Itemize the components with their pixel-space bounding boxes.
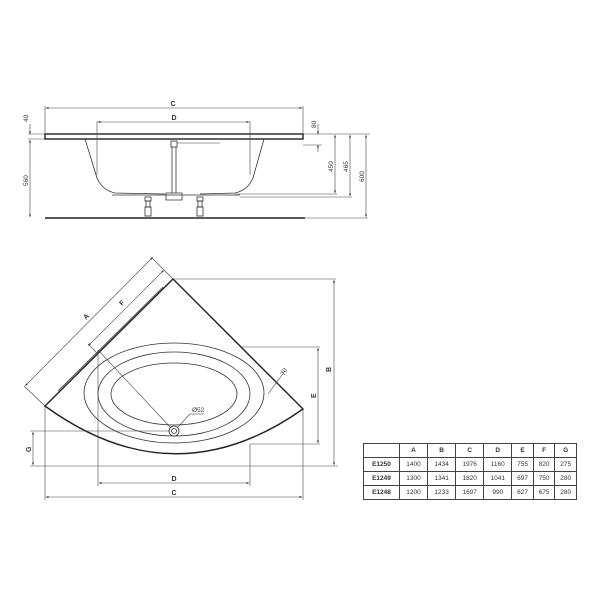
dim-label-D: D <box>171 115 176 122</box>
table-cell: 1233 <box>427 485 457 500</box>
dim-label-465: 465 <box>343 161 350 172</box>
table-cell: 275 <box>554 457 577 472</box>
table-header: A <box>398 443 429 458</box>
table-header: F <box>532 443 556 458</box>
dim-label-F: F <box>118 299 126 307</box>
table-row: E1248 1200 1233 1697 990 627 675 280 <box>363 485 577 500</box>
table-header: B <box>427 443 457 458</box>
dim-label-40: 40 <box>23 114 30 122</box>
table-cell: 1160 <box>483 457 513 472</box>
dim-label-C-top: C <box>171 490 176 497</box>
dim-label-A: A <box>82 313 91 322</box>
table-header: C <box>455 443 485 458</box>
table-cell: 1434 <box>427 457 457 472</box>
table-header: E <box>511 443 534 458</box>
table-cell: 280 <box>554 485 577 500</box>
dim-label-70: 70 <box>280 367 290 377</box>
table-cell: 1400 <box>398 457 429 472</box>
table-cell: 675 <box>532 485 556 500</box>
dimensions-table: A B C D E F G E1250 1400 1434 1976 1160 … <box>363 443 577 500</box>
table-cell: 1697 <box>455 485 485 500</box>
table-cell: 697 <box>511 471 534 486</box>
table-header: G <box>554 443 577 458</box>
dim-label-450: 450 <box>328 161 335 172</box>
table-header <box>363 443 400 458</box>
dim-label-E: E <box>311 393 318 398</box>
table-header: D <box>483 443 513 458</box>
model-cell: E1249 <box>363 471 400 486</box>
dim-label-600: 600 <box>359 171 366 182</box>
table-cell: 820 <box>532 457 556 472</box>
model-cell: E1250 <box>363 457 400 472</box>
table-cell: 280 <box>554 471 577 486</box>
leg-left <box>144 196 152 217</box>
table-cell: 990 <box>483 485 513 500</box>
dim-label-D-top: D <box>171 476 176 483</box>
dim-label-560: 560 <box>23 175 30 186</box>
table-cell: 755 <box>511 457 534 472</box>
table-cell: 627 <box>511 485 534 500</box>
table-cell: 1041 <box>483 471 513 486</box>
side-view: C D 40 560 80 450 465 600 <box>23 101 370 219</box>
table-header-row: A B C D E F G <box>363 443 577 458</box>
dim-label-C: C <box>170 101 175 108</box>
leg-right <box>196 196 204 217</box>
model-cell: E1248 <box>363 485 400 500</box>
table-cell: 1300 <box>398 471 429 486</box>
table-cell: 1976 <box>455 457 485 472</box>
table-row: E1249 1300 1341 1820 1041 697 750 280 <box>363 471 577 486</box>
dim-label-G: G <box>26 446 33 452</box>
drain-label: Ø52 <box>192 407 205 414</box>
table-row: E1250 1400 1434 1976 1160 755 820 275 <box>363 457 577 472</box>
table-cell: 1200 <box>398 485 429 500</box>
top-view: Ø52 A F 70 B E G D <box>23 256 338 500</box>
table-cell: 1341 <box>427 471 457 486</box>
table-cell: 750 <box>532 471 556 486</box>
table-cell: 1820 <box>455 471 485 486</box>
dim-label-80: 80 <box>311 120 318 128</box>
dim-label-B: B <box>326 367 333 372</box>
